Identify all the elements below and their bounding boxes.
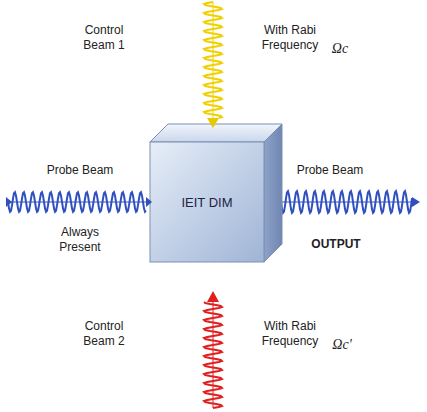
beam-label: Control Beam 2 [74,319,134,349]
beam-wave [204,2,222,118]
beam-wave [204,302,222,408]
rabi-symbol: Ωc' [322,337,362,352]
arrowhead [207,291,219,302]
beam-label: Probe Beam [25,163,135,178]
beam-wave [272,191,412,213]
beam-label: Probe Beam [275,163,385,178]
cube [150,124,282,262]
arrowhead [207,118,219,128]
beam-label: Always Present [50,225,110,255]
arrowhead [412,197,420,207]
beam-label: With Rabi Frequency [252,319,328,349]
beam-label: OUTPUT [291,237,381,252]
beam-axis [213,302,214,408]
arrowhead [6,197,12,207]
beam-label: With Rabi Frequency [252,23,328,53]
beam-label: Control Beam 1 [74,23,134,53]
beam-axis [8,202,146,203]
beam-wave [8,192,146,212]
cube-box: IEIT DIM [150,142,264,262]
beam-waves [8,2,412,408]
beam-axis [213,2,214,118]
rabi-symbol: Ωc [320,41,360,56]
arrowhead [146,197,152,207]
box-label: IEIT DIM [181,195,232,210]
beam-axis [272,202,412,203]
